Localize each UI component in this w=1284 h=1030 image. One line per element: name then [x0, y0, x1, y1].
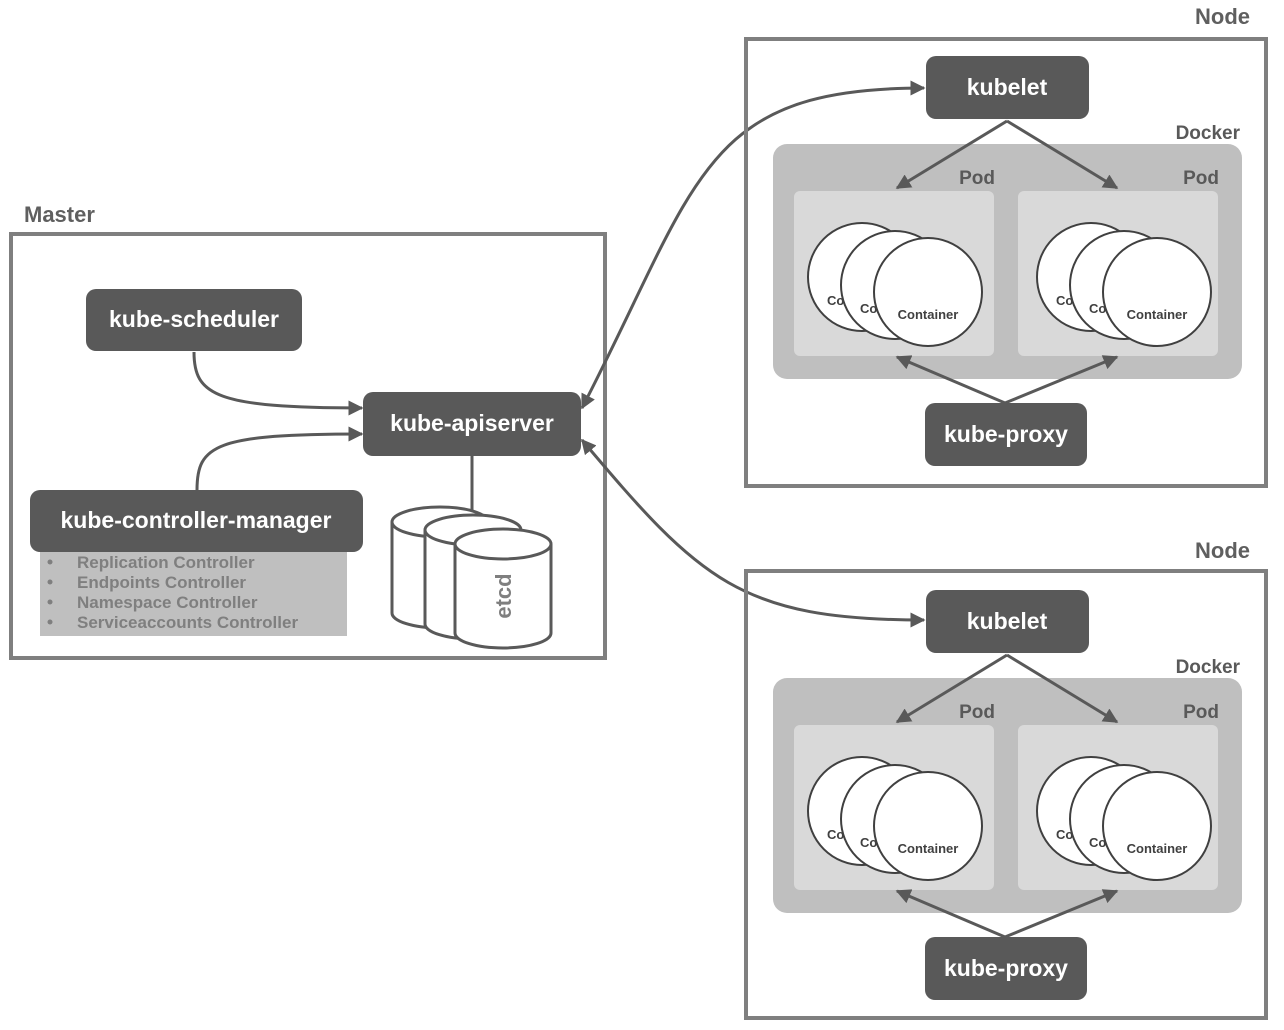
docker-label: Docker: [1176, 657, 1241, 678]
node-frame: [744, 569, 1268, 1020]
proxy-to-pod-arrow: [895, 355, 1006, 405]
proxy-to-pod-arrow: [1004, 355, 1119, 405]
kube-proxy-label: kube-proxy: [944, 421, 1068, 447]
pod-label: Pod: [959, 702, 995, 723]
controller-item: Replication Controller: [77, 553, 255, 572]
kube-controller-manager-label: kube-controller-manager: [61, 507, 332, 533]
apiserver-kubelet-link-node-2: [580, 438, 926, 628]
pod-label: Pod: [1183, 168, 1219, 189]
controller-item: Serviceaccounts Controller: [77, 613, 298, 632]
container-label: Co: [827, 827, 844, 842]
etcd-database-icon: etcd: [390, 505, 553, 650]
node-frame: [744, 37, 1268, 488]
kubelet-label: kubelet: [967, 608, 1048, 634]
kubelet-to-pod-arrow: [895, 119, 1008, 190]
kube-scheduler-label: kube-scheduler: [109, 306, 279, 332]
kubelet-to-pod-arrow: [1006, 119, 1119, 190]
container-circle: [1102, 771, 1212, 881]
kubelet-box: kubelet: [926, 56, 1089, 119]
container-label: Co: [860, 835, 877, 850]
container-label: Container: [1127, 307, 1188, 322]
controller-item: Namespace Controller: [77, 593, 258, 612]
container-label: Co: [827, 293, 844, 308]
etcd-label: etcd: [491, 573, 516, 618]
kubelet-label: kubelet: [967, 74, 1048, 100]
node-title: Node: [1195, 538, 1250, 563]
docker-label: Docker: [1176, 123, 1241, 144]
node-section: Node Docker Pod Co Co Container Pod Co C…: [744, 538, 1268, 1020]
container-circle: [1102, 237, 1212, 347]
kube-scheduler-box: kube-scheduler: [86, 289, 302, 351]
kube-apiserver-box: kube-apiserver: [363, 392, 581, 456]
container-label: Co: [860, 301, 877, 316]
kube-apiserver-label: kube-apiserver: [390, 410, 554, 436]
container-label: Co: [1089, 301, 1106, 316]
controller-manager-to-apiserver-arrow: [195, 426, 364, 491]
pod: Pod Co Co Container: [794, 702, 995, 890]
pod: Pod Co Co Container: [794, 168, 995, 356]
pod: Pod Co Co Container: [1018, 702, 1219, 890]
kubelet-to-pod-arrow: [1006, 653, 1119, 724]
container-label: Container: [898, 307, 959, 322]
scheduler-to-apiserver-arrow: [192, 351, 364, 416]
kubelet-to-pod-arrow: [895, 653, 1008, 724]
pod-label: Pod: [959, 168, 995, 189]
container-circle: [873, 237, 983, 347]
apiserver-kubelet-link-node-1: [580, 80, 926, 410]
kube-controller-manager-box: kube-controller-manager: [30, 490, 363, 552]
container-label: Co: [1056, 293, 1073, 308]
pod: Pod Co Co Container: [1018, 168, 1219, 356]
container-circle: [873, 771, 983, 881]
container-label: Co: [1056, 827, 1073, 842]
node-title: Node: [1195, 4, 1250, 29]
kube-proxy-box: kube-proxy: [925, 403, 1087, 466]
controllers-list: Replication Controller Endpoints Control…: [40, 550, 347, 636]
master-title: Master: [24, 202, 95, 227]
proxy-to-pod-arrow: [1004, 889, 1119, 939]
controller-item: Endpoints Controller: [77, 573, 246, 592]
master-section: Master kube-scheduler kube-apiserver Rep…: [9, 202, 607, 660]
kubelet-box: kubelet: [926, 590, 1089, 653]
node-section: Node Docker Pod Co Co Container Pod Co C…: [744, 4, 1268, 488]
pod-label: Pod: [1183, 702, 1219, 723]
kube-proxy-label: kube-proxy: [944, 955, 1068, 981]
container-label: Container: [1127, 841, 1188, 856]
container-label: Co: [1089, 835, 1106, 850]
kube-proxy-box: kube-proxy: [925, 937, 1087, 1000]
container-label: Container: [898, 841, 959, 856]
proxy-to-pod-arrow: [895, 889, 1006, 939]
